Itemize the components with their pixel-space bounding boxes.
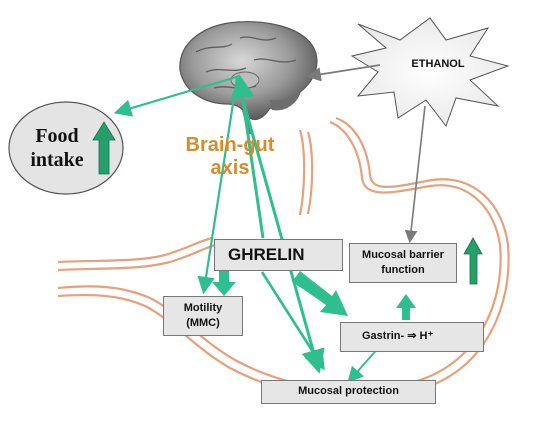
ethanol-label: ETHANOL — [411, 58, 465, 70]
brain-gut-axis-line1: Brain-gut — [185, 134, 275, 156]
brain-gut-axis-label: Brain-gut axis — [168, 134, 292, 180]
mucosal-barrier-box — [349, 243, 457, 283]
motility-line2: (MMC) — [186, 317, 220, 329]
mucosal-barrier-line2: function — [381, 264, 425, 276]
mucosal-barrier-label: Mucosal barrier function — [350, 248, 456, 278]
food-intake-label-line2: intake — [30, 149, 84, 171]
arrow-ethanol-to-brain — [306, 64, 381, 82]
gastrin-box — [340, 322, 484, 352]
ghrelin-box — [214, 239, 343, 271]
motility-label: Motility (MMC) — [163, 301, 243, 331]
arrow-ethanol-to-barrier — [404, 105, 426, 244]
arrow-brain-to-food — [113, 74, 241, 117]
brain-gut-axis-line2: axis — [210, 157, 250, 179]
food-intake-label-line1: Food — [35, 125, 79, 147]
ethanol-starburst — [350, 17, 510, 128]
motility-box — [163, 296, 243, 336]
arrow-gastrin-to-barrier — [396, 294, 416, 320]
mucosal-barrier-line1: Mucosal barrier — [362, 249, 444, 261]
mucosal-protection-label: Mucosal protection — [298, 385, 399, 397]
motility-line1: Motility — [183, 302, 223, 314]
arrow-ghrelin-to-motility — [212, 270, 236, 296]
mucosal-protection-box — [261, 380, 436, 404]
gastrin-label: Gastrin- ⇒ H⁺ — [362, 330, 434, 342]
food-intake-label: Food intake — [22, 124, 92, 172]
arrow-ghrelin-to-gastrin — [292, 271, 348, 316]
mucosal-barrier-up-arrow — [463, 237, 483, 285]
ghrelin-label: GHRELIN — [228, 245, 305, 264]
food-intake-ellipse — [8, 101, 124, 195]
arrow-brain-to-motility — [197, 77, 239, 295]
arrow-brain-to-mucosal-protection — [236, 81, 325, 374]
arrow-ghrelin-to-mucosal-protection — [260, 271, 325, 371]
food-intake-up-arrow — [92, 121, 116, 175]
